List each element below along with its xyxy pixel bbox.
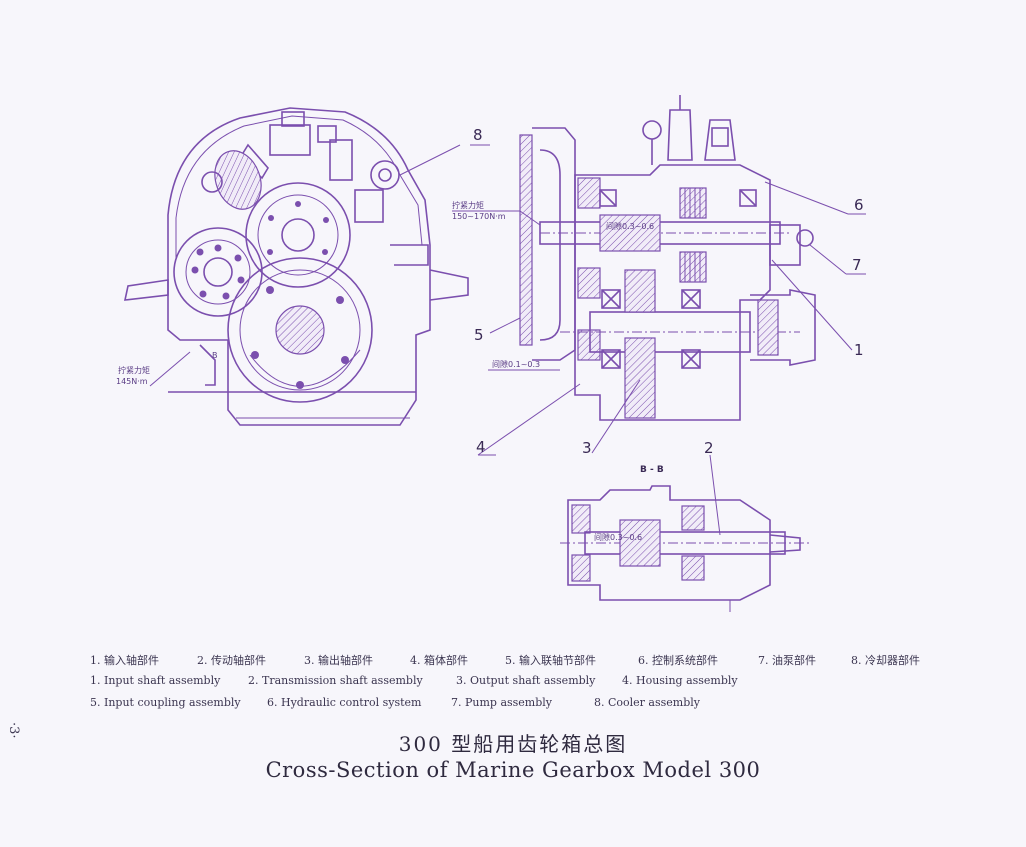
callout-7: 7 (852, 256, 862, 274)
callout-8: 8 (473, 126, 483, 144)
legend-zh-item: 7. 油泵部件 (758, 654, 816, 667)
legend-zh-item: 5. 输入联轴节部件 (505, 654, 596, 667)
section-b-b-label: B - B (640, 465, 664, 475)
torque-upper-value: 150~170N·m (452, 212, 506, 221)
section-view: 拧紧力矩 150~170N·m 间隙0.3~0.6 间隙0.1~0.3 6 7 … (452, 95, 866, 536)
gap-label-b: 间隙0.1~0.3 (492, 359, 540, 369)
gap-label-a: 间隙0.3~0.6 (606, 221, 654, 231)
callout-2: 2 (704, 439, 714, 457)
torque-lower-value: 145N·m (116, 377, 148, 386)
legend-zh-item: 8. 冷却器部件 (851, 654, 920, 667)
legend-zh-item: 3. 输出轴部件 (304, 654, 373, 667)
legend-en-item: 7. Pump assembly (451, 696, 553, 709)
section-b-b: B - B 间隙0.3~0.6 (560, 465, 810, 612)
title-chinese: 300 型船用齿轮箱总图 (398, 732, 628, 756)
legend-zh-item: 2. 传动轴部件 (197, 654, 266, 667)
torque-upper-label: 拧紧力矩 (452, 200, 484, 210)
gap-label-c: 间隙0.3~0.6 (594, 532, 642, 542)
legend-zh-item: 4. 箱体部件 (410, 654, 468, 667)
callout-6: 6 (854, 196, 864, 214)
section-mark: B (212, 351, 218, 360)
legend-en-item: 1. Input shaft assembly (90, 674, 221, 687)
end-view: B 拧紧力矩 145N·m 8 (116, 107, 490, 426)
legend-en-item: 3. Output shaft assembly (456, 674, 596, 687)
legend-en-item: 8. Cooler assembly (594, 696, 700, 709)
gearbox-drawing: B 拧紧力矩 145N·m 8 (116, 95, 866, 612)
title-english: Cross-Section of Marine Gearbox Model 30… (265, 758, 761, 782)
callout-5: 5 (474, 326, 484, 344)
callout-4: 4 (476, 438, 486, 456)
torque-lower-label: 拧紧力矩 (118, 365, 150, 375)
legend-en-item: 5. Input coupling assembly (90, 696, 241, 709)
legend-en-item: 4. Housing assembly (622, 674, 738, 687)
callout-1: 1 (854, 341, 864, 359)
callout-3: 3 (582, 439, 592, 457)
legend-en-item: 6. Hydraulic control system (267, 696, 422, 709)
legend-zh-item: 6. 控制系统部件 (638, 654, 718, 667)
legend-zh-item: 1. 输入轴部件 (90, 654, 159, 667)
page-number: ·3· (6, 722, 21, 739)
legend-en-item: 2. Transmission shaft assembly (248, 674, 423, 687)
